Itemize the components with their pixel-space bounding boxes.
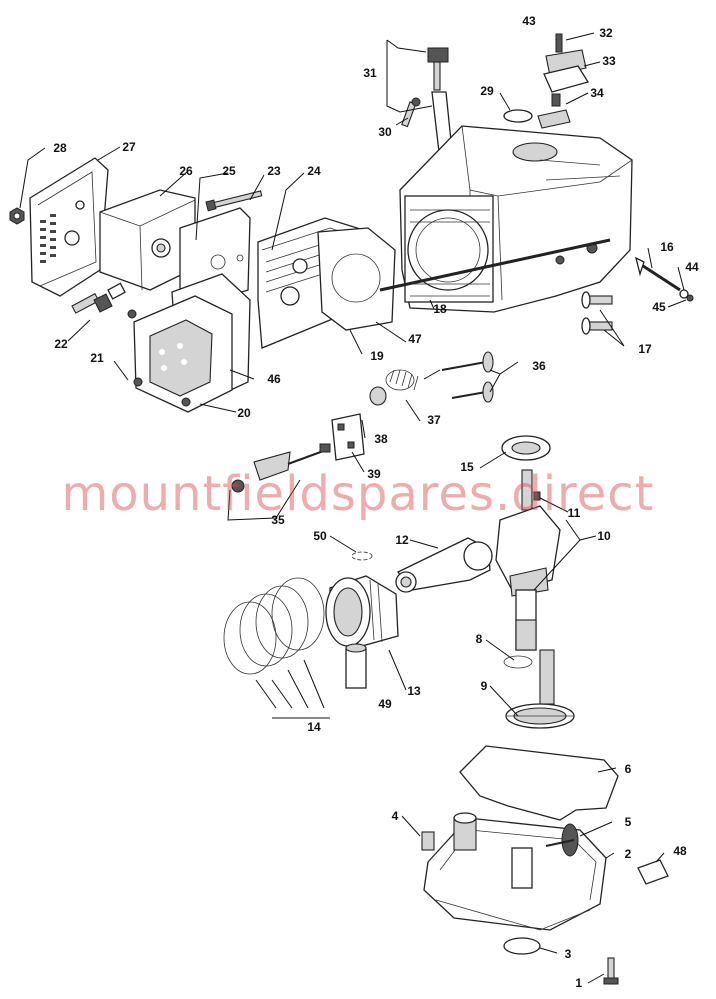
callout-26: 26 xyxy=(179,164,193,178)
callout-29: 29 xyxy=(480,84,494,98)
callout-20: 20 xyxy=(237,406,251,420)
camshaft-part xyxy=(503,649,575,729)
callout-6: 6 xyxy=(625,762,632,776)
callout-32: 32 xyxy=(599,26,613,40)
rocker-arm-part xyxy=(231,443,331,493)
callout-17: 17 xyxy=(638,342,652,356)
piston-pin-part xyxy=(345,643,367,689)
callout-19: 19 xyxy=(370,349,384,363)
callout-44: 44 xyxy=(685,260,699,274)
stud-rod-part xyxy=(379,238,611,292)
callout-36: 36 xyxy=(532,359,546,373)
engine-block-part xyxy=(399,125,633,313)
governor-shaft-part xyxy=(635,256,694,302)
crankshaft-part xyxy=(495,469,561,651)
callout-22: 22 xyxy=(54,337,68,351)
callout-47: 47 xyxy=(408,332,422,346)
callout-34: 34 xyxy=(590,86,604,100)
callout-35: 35 xyxy=(271,513,285,527)
callout-11: 11 xyxy=(568,506,581,520)
callout-18: 18 xyxy=(433,302,447,316)
callout-9: 9 xyxy=(481,679,488,693)
piston-part xyxy=(325,575,399,647)
callout-13: 13 xyxy=(407,684,421,698)
callout-49: 49 xyxy=(378,697,392,711)
callout-10: 10 xyxy=(597,529,611,543)
callout-5: 5 xyxy=(625,815,632,829)
callout-45: 45 xyxy=(652,300,666,314)
sump-cover-part xyxy=(423,812,607,931)
callout-14: 14 xyxy=(307,720,321,734)
tappet-part xyxy=(581,291,613,335)
screw-part xyxy=(401,97,421,128)
callout-43: 43 xyxy=(522,14,536,28)
callout-25: 25 xyxy=(222,164,236,178)
callout-15: 15 xyxy=(460,460,474,474)
breather-plate-part xyxy=(331,413,365,461)
pad-part xyxy=(421,831,435,851)
sump-gasket-part xyxy=(459,745,619,821)
callout-46: 46 xyxy=(267,372,281,386)
callout-30: 30 xyxy=(378,125,392,139)
bracket-part xyxy=(637,859,669,885)
callout-50: 50 xyxy=(313,529,327,543)
callout-21: 21 xyxy=(90,351,104,365)
bearing-part xyxy=(501,435,551,461)
circlip-part xyxy=(351,551,373,561)
oil-seal-part xyxy=(503,937,541,955)
callout-12: 12 xyxy=(395,533,409,547)
callout-24: 24 xyxy=(307,164,321,178)
callout-numbers: 1 2 3 4 5 6 8 9 10 11 12 13 14 15 16 17 … xyxy=(53,14,699,990)
callout-28: 28 xyxy=(53,141,67,155)
piston-rings-part xyxy=(223,577,325,675)
muffler-part xyxy=(99,189,196,291)
callout-8: 8 xyxy=(476,632,483,646)
callout-4: 4 xyxy=(392,809,399,823)
muffler-shield-part xyxy=(29,157,109,297)
nut-part xyxy=(9,207,25,225)
callout-48: 48 xyxy=(673,844,687,858)
callout-38: 38 xyxy=(374,432,388,446)
callout-33: 33 xyxy=(602,54,616,68)
governor-gear-part xyxy=(545,823,579,857)
callout-3: 3 xyxy=(565,947,572,961)
callout-37: 37 xyxy=(427,413,441,427)
callout-1: 1 xyxy=(575,976,582,990)
callout-31: 31 xyxy=(363,66,377,80)
bolt-part xyxy=(205,190,263,212)
callout-2: 2 xyxy=(625,847,632,861)
valve-cover-part xyxy=(127,273,251,413)
spark-plug-part xyxy=(71,282,126,314)
valve-part xyxy=(441,351,494,403)
o-ring-part xyxy=(503,109,533,123)
callout-16: 16 xyxy=(660,240,674,254)
callout-39: 39 xyxy=(367,467,381,481)
spring-retainer-part xyxy=(369,386,387,406)
sump-bolt-part xyxy=(603,957,619,985)
head-gasket-part xyxy=(317,227,396,331)
key-part xyxy=(533,491,541,501)
leader-lines xyxy=(19,32,687,984)
callout-23: 23 xyxy=(267,164,281,178)
breather-assembly-part xyxy=(537,33,590,129)
valve-spring-part xyxy=(385,369,419,391)
connecting-rod-part xyxy=(395,537,493,593)
callout-27: 27 xyxy=(122,140,136,154)
